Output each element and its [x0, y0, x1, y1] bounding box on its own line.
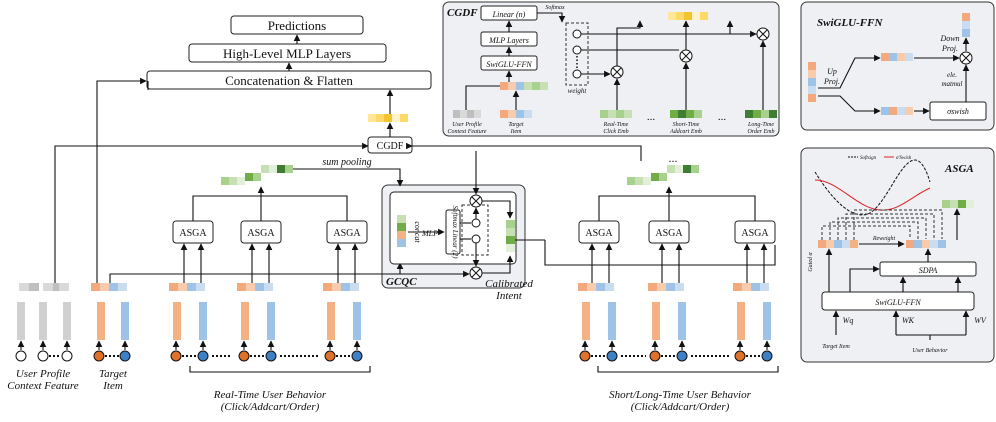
multiply-icon [469, 266, 483, 280]
swiglu-output-vector [962, 13, 970, 37]
legend-swish: σ'Swish [896, 156, 912, 161]
asga-panel [800, 147, 995, 363]
cgdf-swiglu-label: SwiGLU-FFN [486, 60, 532, 69]
swiglu-ffn-panel [800, 1, 995, 131]
swiglu-panel-title: SwiGLU-FFN [817, 17, 883, 29]
cgdf-dots: ... [718, 111, 727, 123]
user-profile-embeddings [17, 283, 71, 340]
user-profile-label-1: User Profile [16, 368, 70, 380]
cgdf-panel-title: CGDF [447, 7, 478, 19]
cgdf-gate-vector [668, 12, 708, 20]
gated-alpha-label: Gated α [808, 251, 814, 271]
swiglu-upper-vector [881, 53, 913, 61]
wv-label: WV [974, 316, 987, 325]
weight-dashed-box [565, 22, 589, 86]
reweight-label: Reweight [872, 236, 896, 242]
shortlong-label-2: (Click/Addcart/Order) [631, 401, 730, 413]
target-item-label-2: Item [102, 380, 123, 392]
gcqc-mlp-label: MLP [421, 229, 438, 238]
high-level-mlp-box [188, 43, 387, 63]
asga-swiglu-label: SwiGLU-FFN [875, 298, 921, 307]
cgdf-in-user-1: User Profile [452, 121, 482, 128]
realtime-label-2: (Click/Addcart/Order) [221, 401, 320, 413]
multiply-icon [469, 194, 483, 208]
intent-label: Intent [495, 290, 523, 302]
target-item-label-1: Target [99, 368, 128, 380]
cgdf-in-rt-1: Real-Time [603, 122, 629, 128]
asga-label: ASGA [585, 228, 613, 239]
asga-target-label: Target Item [822, 344, 850, 350]
cgdf-in-st-1: Short-Time [673, 122, 700, 128]
cgdf-in-rt-2: Click Emb [603, 129, 628, 135]
ele-label: ele. [947, 71, 957, 79]
multiply-icon [679, 49, 693, 63]
wk-label: WK [902, 316, 915, 325]
multiply-icon [610, 65, 624, 79]
cgdf-in-target-1: Target [508, 122, 524, 128]
weight-label: weight [568, 87, 588, 95]
swiglu-input-vector [808, 62, 816, 102]
softsign-curve [814, 159, 931, 216]
mlp-label: High-Level MLP Layers [223, 46, 351, 61]
gcqc-title: GCQC [386, 276, 417, 288]
asga-behavior-label: User Behavior [912, 348, 948, 354]
realtime-label-1: Real-Time User Behavior [213, 389, 327, 401]
user-profile-nodes [15, 340, 73, 362]
cgdf-mlp-label: MLP Layers [488, 36, 529, 45]
down-proj-label-2: Proj. [941, 44, 958, 53]
cgdf-input-vectors [453, 82, 777, 118]
softmax-label: Softmax [545, 4, 565, 11]
asga-swiglu-box [821, 291, 975, 311]
concat-label: Concatenation & Flatten [225, 73, 353, 88]
user-profile-label-2: Context Feature [7, 380, 78, 392]
gcqc-concat-vector [397, 215, 406, 247]
asga-label: ASGA [333, 228, 361, 239]
cgdf-in-target-2: Item [510, 129, 522, 135]
asga-query-vector [818, 240, 858, 248]
cgdf-output-vector [368, 114, 408, 122]
softmax-linear-label: Softmax Linear (2) [451, 206, 459, 260]
target-item-embeddings [91, 283, 131, 362]
down-proj-label-1: Down [939, 34, 959, 43]
shortlong-label-1: Short/Long-Time User Behavior [609, 389, 751, 401]
shortlong-behavior-group [578, 283, 779, 373]
asga-label: ASGA [741, 228, 769, 239]
asga-label: ASGA [179, 228, 207, 239]
multiply-icon [959, 51, 973, 65]
sum-pooling-label: sum pooling [322, 157, 371, 168]
calibrated-label: Calibrated [485, 278, 533, 290]
softmax-linear-box [445, 209, 461, 255]
shortlong-pooled-vector [627, 165, 699, 185]
linear-n-label: Linear (n) [492, 10, 526, 19]
swish-box [929, 101, 987, 121]
cgdf-in-st-2: Addcart Emb [669, 129, 702, 135]
predictions-box [230, 15, 364, 35]
asga-output-vector [942, 200, 974, 208]
predictions-label: Predictions [268, 18, 327, 33]
up-proj-label-1: Up [827, 67, 837, 76]
cgdf-dots: ... [647, 111, 656, 123]
asga-panel-title: ASGA [944, 163, 974, 175]
cgdf-in-lt-1: Long-Time [747, 122, 774, 128]
ellipsis-label: ... [669, 151, 678, 165]
asga-label: ASGA [655, 228, 683, 239]
up-proj-label-2: Proj. [823, 77, 840, 86]
multiply-icon [756, 27, 770, 41]
cgdf-in-lt-2: Order Emb [748, 129, 775, 135]
cgdf-in-user-2: Context Feature [448, 129, 487, 135]
wq-label: Wq [843, 316, 854, 325]
swiglu-lower-vector [881, 107, 913, 115]
asga-reweighted-vector [906, 240, 946, 248]
sdpa-label: SDPA [919, 266, 938, 275]
calibrated-intent-vector [506, 220, 515, 252]
asga-label: ASGA [247, 228, 275, 239]
realtime-behavior-group [169, 283, 371, 373]
matmul-label: matmul [942, 80, 963, 88]
cgdf-box-label: CGDF [377, 141, 404, 152]
swish-label: σswish [947, 107, 969, 116]
realtime-pooled-vector [221, 165, 293, 185]
legend-softsign: Softsign [860, 156, 877, 161]
